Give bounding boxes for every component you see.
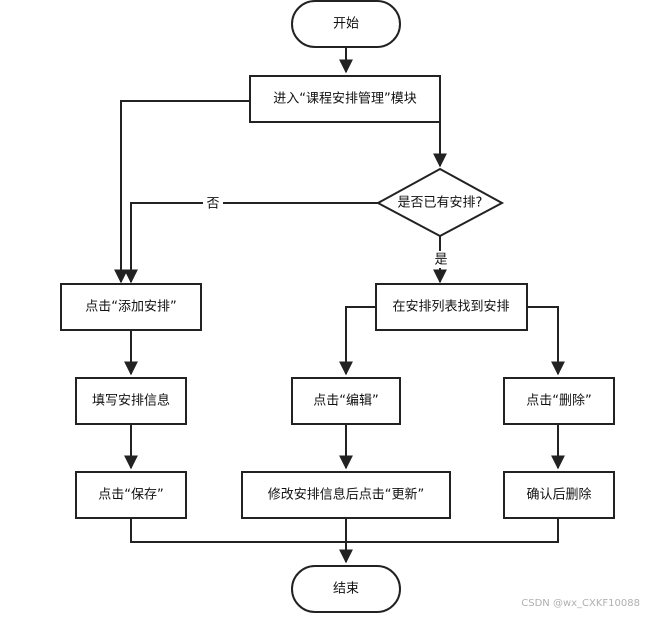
end-label: 结束 [333,582,359,597]
click-add-node [60,283,202,331]
click-delete-node [503,377,615,425]
edge-enter-to-add [114,100,250,284]
fill-info-label: 填写安排信息 [92,393,170,409]
click-save-label: 点击“保存” [98,488,163,503]
decision-node [375,167,505,238]
click-add-label: 点击“添加安排” [85,300,176,315]
edge-merge-save [130,518,346,543]
find-in-list-label: 在安排列表找到安排 [392,300,509,315]
click-save-node [75,471,187,519]
start-node [291,0,401,48]
edge-find-to-delete [527,306,565,376]
fill-info-node [75,377,187,425]
click-edit-label: 点击“编辑” [313,394,378,409]
watermark: CSDN @wx_CXKF10088 [521,598,640,609]
click-edit-node [291,377,401,425]
edge-label-yes: 是 [434,253,447,268]
edge-decision-no-to-add [124,202,380,284]
modify-update-label: 修改安排信息后点击“更新” [268,487,424,503]
edge-label-yes-bg [432,251,450,268]
confirm-delete-node [503,471,615,519]
edge-merge-confirm [346,518,559,543]
end-node [291,565,401,613]
decision-label: 是否已有安排? [398,196,483,211]
enter-module-node [249,75,441,123]
find-in-list-node [375,283,528,331]
edge-label-no: 否 [206,197,219,212]
enter-module-label: 进入“课程安排管理”模块 [273,92,416,107]
edge-find-to-edit [339,306,376,376]
confirm-delete-label: 确认后删除 [526,488,591,503]
click-delete-label: 点击“删除” [526,394,591,409]
edge-label-no-bg [203,195,223,212]
modify-update-node [241,471,451,519]
start-label: 开始 [333,17,359,32]
